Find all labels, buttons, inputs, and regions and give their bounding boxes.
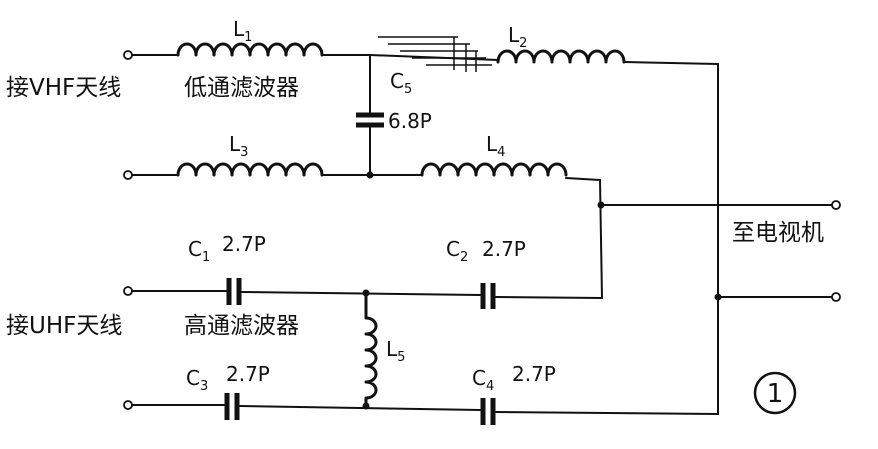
label-c4: C4: [472, 366, 494, 394]
wire-l4-to-node-c: [565, 177, 601, 181]
row2-input-terminal: [123, 170, 133, 180]
high-pass-filter-label: 高通滤波器: [184, 313, 299, 339]
inductor-l1: [176, 42, 324, 57]
label-c5-value: 6.8P: [388, 109, 432, 133]
vhf-input-terminal: [123, 50, 133, 60]
capacitor-c1: [226, 278, 242, 305]
output-terminal-top: [831, 200, 841, 210]
row4-input-wire: [123, 400, 225, 410]
faded-print-artifact: [378, 36, 492, 72]
label-c2-value: 2.7P: [482, 237, 526, 261]
vhf-input-wire: [123, 50, 179, 60]
capacitor-c3: [224, 393, 240, 420]
label-c1-value: 2.7P: [222, 232, 266, 256]
label-c3: C3: [186, 366, 208, 394]
wire-node-c-vertical: [599, 179, 603, 299]
output-terminal-bottom: [831, 292, 841, 302]
inductor-l5: [364, 291, 378, 408]
wire-c2-to-node-c: [495, 296, 603, 299]
capacitor-c4: [480, 398, 496, 425]
wire-l2-to-right-bus: [623, 61, 719, 65]
label-c3-value: 2.7P: [226, 362, 270, 386]
inductor-l2: [496, 49, 626, 64]
junction-node-b: [366, 171, 374, 179]
row2-input-wire: [123, 170, 179, 180]
label-l2: L2: [508, 23, 527, 51]
low-pass-filter-label: 低通滤波器: [184, 75, 299, 101]
uhf-antenna-label: 接UHF天线: [6, 313, 122, 339]
vhf-antenna-label: 接VHF天线: [6, 75, 121, 101]
row3-input-terminal: [123, 286, 133, 296]
capacitor-c2: [480, 283, 496, 309]
row3-input-wire: [123, 286, 227, 296]
label-c2: C2: [446, 237, 468, 265]
wire-c1-to-node-d: [241, 291, 481, 296]
label-l5: L5: [386, 337, 405, 365]
to-tv-label: 至电视机: [732, 220, 824, 246]
label-l3: L3: [229, 132, 248, 160]
label-l4: L4: [486, 132, 505, 160]
label-c1: C1: [188, 237, 210, 265]
wire-c4-to-right-bus: [495, 411, 719, 415]
label-c4-value: 2.7P: [512, 362, 556, 386]
figure-number-badge: 1: [753, 371, 797, 415]
row4-input-terminal: [123, 400, 133, 410]
wire-c3-to-c4: [239, 405, 481, 411]
inductor-l4: [420, 162, 568, 177]
inductor-l3: [176, 162, 324, 177]
label-c5: C5: [390, 69, 412, 97]
figure-number: 1: [767, 379, 784, 409]
label-l1: L1: [233, 17, 252, 45]
capacitor-c5: [356, 112, 384, 128]
